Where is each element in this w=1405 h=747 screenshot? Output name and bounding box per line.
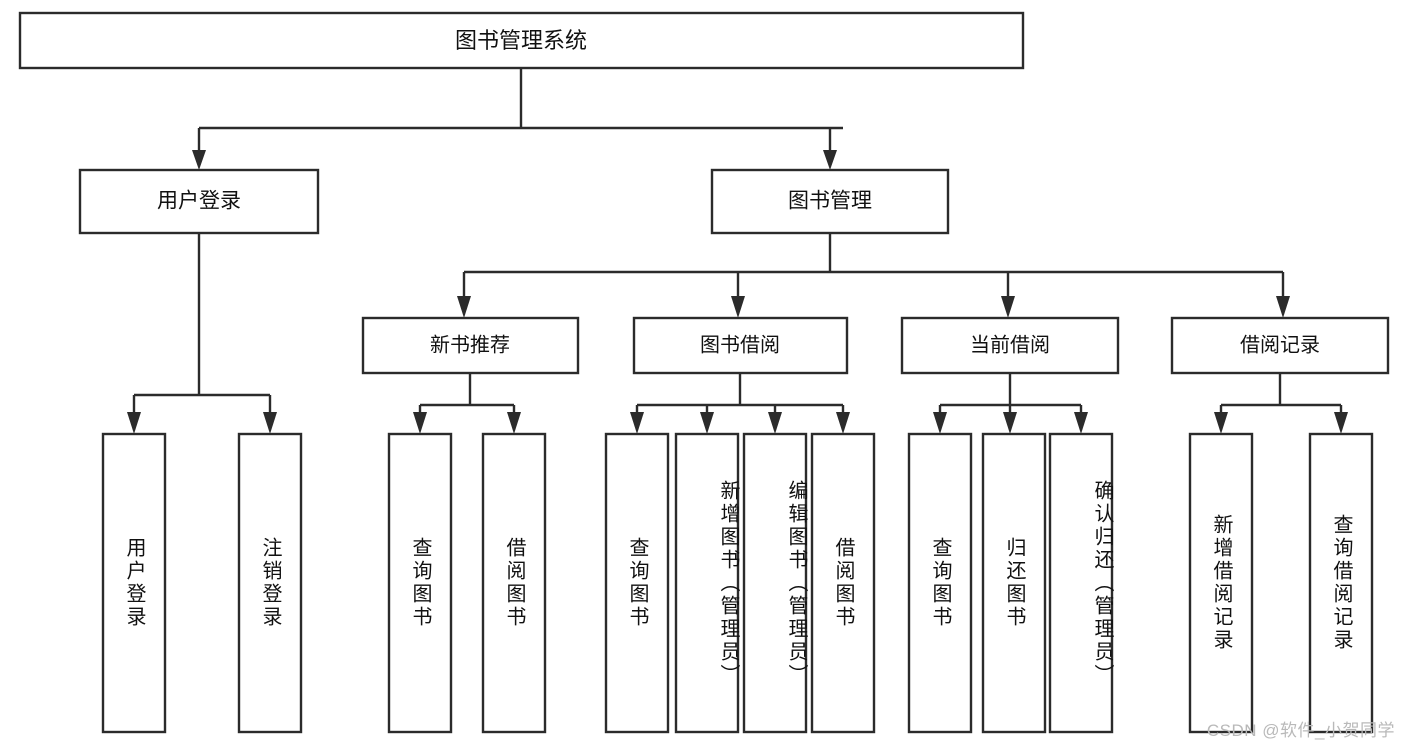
arrowhead-to-user-login <box>192 150 206 170</box>
watermark-text: CSDN @软件_小贺同学 <box>1206 721 1395 740</box>
leaf-box-borrow-book-1[interactable] <box>481 432 547 734</box>
node-user-login[interactable]: 用户登录 <box>78 168 320 235</box>
edge-newbookrec-trunk <box>418 373 516 418</box>
arrowhead-to-current-borrow <box>1001 296 1015 318</box>
book-borrow-box[interactable] <box>632 316 849 375</box>
edge-borrowrecord-trunk <box>1219 373 1343 418</box>
leaf-box-logout[interactable] <box>237 432 303 734</box>
edge-bookmanage-trunk <box>462 233 1285 302</box>
current-borrow-box[interactable] <box>900 316 1120 375</box>
new-book-recommend-box[interactable] <box>361 316 580 375</box>
book-borrow-label: 图书借阅 <box>700 333 780 356</box>
edge-root-trunk <box>197 68 843 156</box>
book-manage-label: 图书管理 <box>788 190 872 213</box>
arrowhead-leaf-query-record <box>1334 412 1348 434</box>
node-current-borrow[interactable]: 当前借阅 <box>900 316 1120 375</box>
new-book-recommend-label: 新书推荐 <box>430 333 510 356</box>
arrowhead-leaf-query-book-3 <box>933 412 947 434</box>
arrowhead-to-book-borrow <box>731 296 745 318</box>
arrowhead-leaf-confirm-return <box>1074 412 1088 434</box>
node-borrow-record[interactable]: 借阅记录 <box>1170 316 1390 375</box>
leaf-box-confirm-return[interactable] <box>1048 432 1114 734</box>
edge-currentborrow-trunk <box>938 373 1083 418</box>
root-box[interactable] <box>18 11 1025 70</box>
arrowhead-leaf-query-book-1 <box>413 412 427 434</box>
user-login-box[interactable] <box>78 168 320 235</box>
leaf-box-return-book[interactable] <box>981 432 1047 734</box>
arrowhead-leaf-query-book-2 <box>630 412 644 434</box>
leaf-box-query-book-2[interactable] <box>604 432 670 734</box>
arrowhead-to-new-book-rec <box>457 296 471 318</box>
leaf-box-query-book-1[interactable] <box>387 432 453 734</box>
leaf-box-borrow-book-2[interactable] <box>810 432 876 734</box>
arrowhead-leaf-user-login <box>127 412 141 434</box>
book-manage-box[interactable] <box>710 168 950 235</box>
user-login-label: 用户登录 <box>157 190 241 213</box>
node-root[interactable]: 图书管理系统 <box>18 11 1025 70</box>
arrowhead-leaf-return-book <box>1003 412 1017 434</box>
arrowhead-leaf-borrow-book-2 <box>836 412 850 434</box>
node-new-book-recommend[interactable]: 新书推荐 <box>361 316 580 375</box>
arrowhead-leaf-logout <box>263 412 277 434</box>
node-book-manage[interactable]: 图书管理 <box>710 168 950 235</box>
current-borrow-label: 当前借阅 <box>970 333 1050 356</box>
arrowhead-leaf-edit-book <box>768 412 782 434</box>
leaf-box-add-book[interactable] <box>674 432 740 734</box>
node-book-borrow[interactable]: 图书借阅 <box>632 316 849 375</box>
leaf-box-layer <box>101 432 1374 734</box>
arrowhead-to-borrow-record <box>1276 296 1290 318</box>
connector-layer <box>127 68 1348 434</box>
arrowhead-to-book-manage <box>823 150 837 170</box>
arrowhead-leaf-add-book <box>700 412 714 434</box>
leaf-box-user-login[interactable] <box>101 432 167 734</box>
leaf-box-edit-book[interactable] <box>742 432 808 734</box>
leaf-box-add-record[interactable] <box>1188 432 1254 734</box>
arrowhead-leaf-add-record <box>1214 412 1228 434</box>
leaf-box-query-record[interactable] <box>1308 432 1374 734</box>
edge-bookborrow-trunk <box>635 373 845 418</box>
leaf-box-query-book-3[interactable] <box>907 432 973 734</box>
borrow-record-label: 借阅记录 <box>1240 333 1320 356</box>
borrow-record-box[interactable] <box>1170 316 1390 375</box>
root-label: 图书管理系统 <box>455 28 587 53</box>
edge-userlogin-trunk <box>132 233 272 418</box>
arrowhead-leaf-borrow-book-1 <box>507 412 521 434</box>
